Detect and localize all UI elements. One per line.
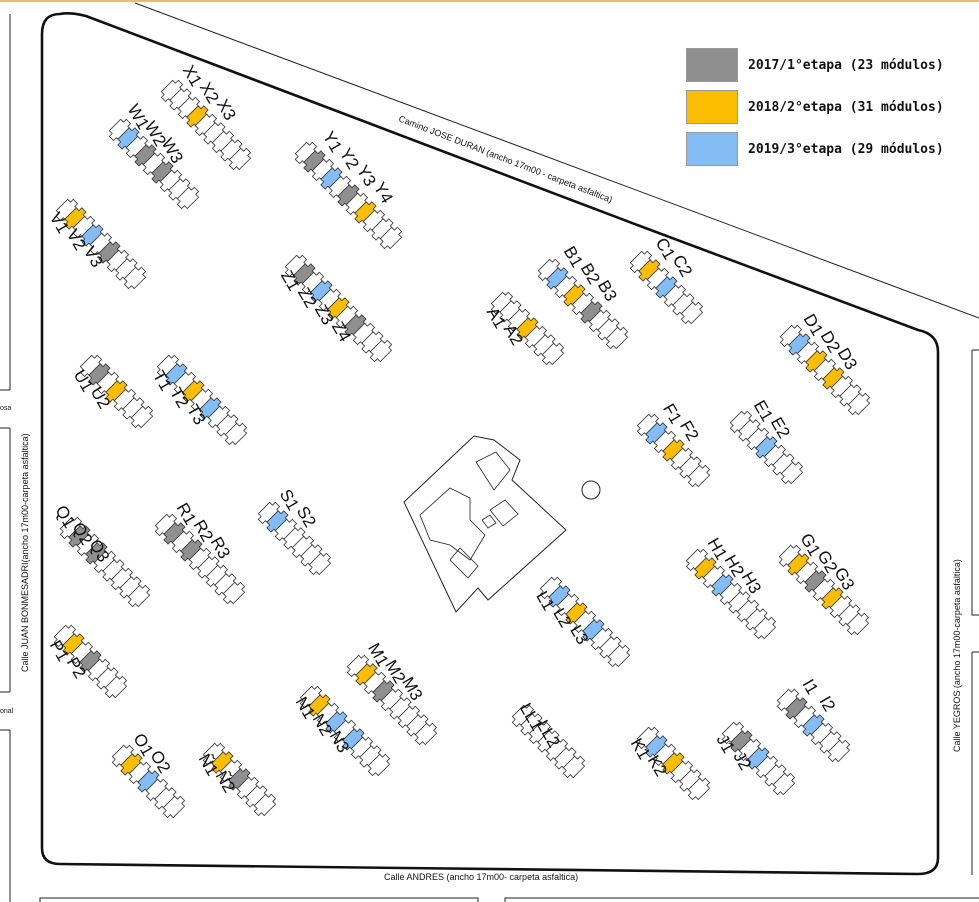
road-edge-north [134, 2, 979, 319]
street-label-east: Calle YEGROS (ancho 17m00-carpeta asfalt… [952, 559, 962, 752]
housing-unit-outline [607, 644, 631, 668]
street-label-south: Calle ANDRES (ancho 17m00- carpeta asfal… [384, 872, 578, 882]
legend-item-2018: 2018/2°etapa (31 módulos) [686, 88, 946, 126]
housing-unit-outline [222, 581, 246, 605]
housing-modules-layer: X1X2X3W1W2W3V1V2V3Y1Y2Y3Y4Z1Z2Z3Z4U1U2T1… [46, 62, 871, 819]
housing-unit-outline [123, 266, 147, 290]
street-fragment-left-1: osa [0, 405, 11, 412]
housing-unit-outline [753, 616, 777, 640]
housing-unit-outline [847, 392, 871, 416]
housing-unit-outline [367, 753, 391, 777]
legend-item-2017: 2017/1°etapa (23 módulos) [686, 46, 946, 84]
module-label-i1: I1 [798, 676, 822, 698]
housing-unit-outline [772, 772, 796, 796]
housing-unit-outline [369, 339, 393, 363]
legend: 2017/1°etapa (23 módulos) 2018/2°etapa (… [686, 46, 946, 172]
housing-unit-outline [846, 612, 870, 636]
road-edge-east [971, 349, 979, 875]
road-edge-south [39, 897, 979, 902]
housing-unit-outline [687, 777, 711, 801]
housing-unit-outline [127, 584, 151, 608]
legend-label-2017: 2017/1°etapa (23 módulos) [748, 57, 944, 73]
legend-swatch-gray [686, 48, 738, 82]
street-label-north: Camino JOSE DURAN (ancho 17m00 - carpeta… [397, 114, 614, 205]
legend-swatch-yellow [686, 90, 738, 124]
water-tank-circle [581, 480, 601, 500]
housing-unit-outline [687, 464, 711, 488]
housing-unit-outline [541, 342, 565, 366]
legend-label-2019: 2019/3°etapa (29 módulos) [748, 141, 944, 157]
street-label-west: Calle JUAN BONMESADRI(ancho 17m00-carpet… [20, 433, 30, 672]
housing-unit-outline [162, 795, 186, 819]
housing-unit-outline [224, 422, 248, 446]
central-building-details [419, 451, 519, 579]
legend-label-2018: 2018/2°etapa (31 módulos) [748, 99, 944, 115]
housing-unit-outline [414, 722, 438, 746]
module-label-i2: I2 [815, 693, 839, 715]
housing-unit-outline [130, 405, 154, 429]
housing-unit-outline [379, 226, 403, 250]
housing-unit-outline [827, 739, 851, 763]
legend-swatch-blue [686, 132, 738, 166]
housing-unit-outline [253, 793, 277, 817]
housing-unit-outline [308, 552, 332, 576]
housing-unit-outline [228, 147, 252, 171]
housing-unit-outline [680, 301, 704, 325]
site-boundary [40, 12, 940, 876]
legend-item-2019: 2019/3°etapa (29 módulos) [686, 130, 946, 168]
housing-unit-outline [176, 186, 200, 210]
road-edge-west-ticks [0, 389, 10, 731]
housing-unit-outline [780, 461, 804, 485]
housing-unit-outline [605, 326, 629, 350]
street-fragment-left-2: onal [0, 708, 14, 715]
housing-unit-outline [104, 675, 128, 699]
housing-unit-outline [562, 755, 586, 779]
